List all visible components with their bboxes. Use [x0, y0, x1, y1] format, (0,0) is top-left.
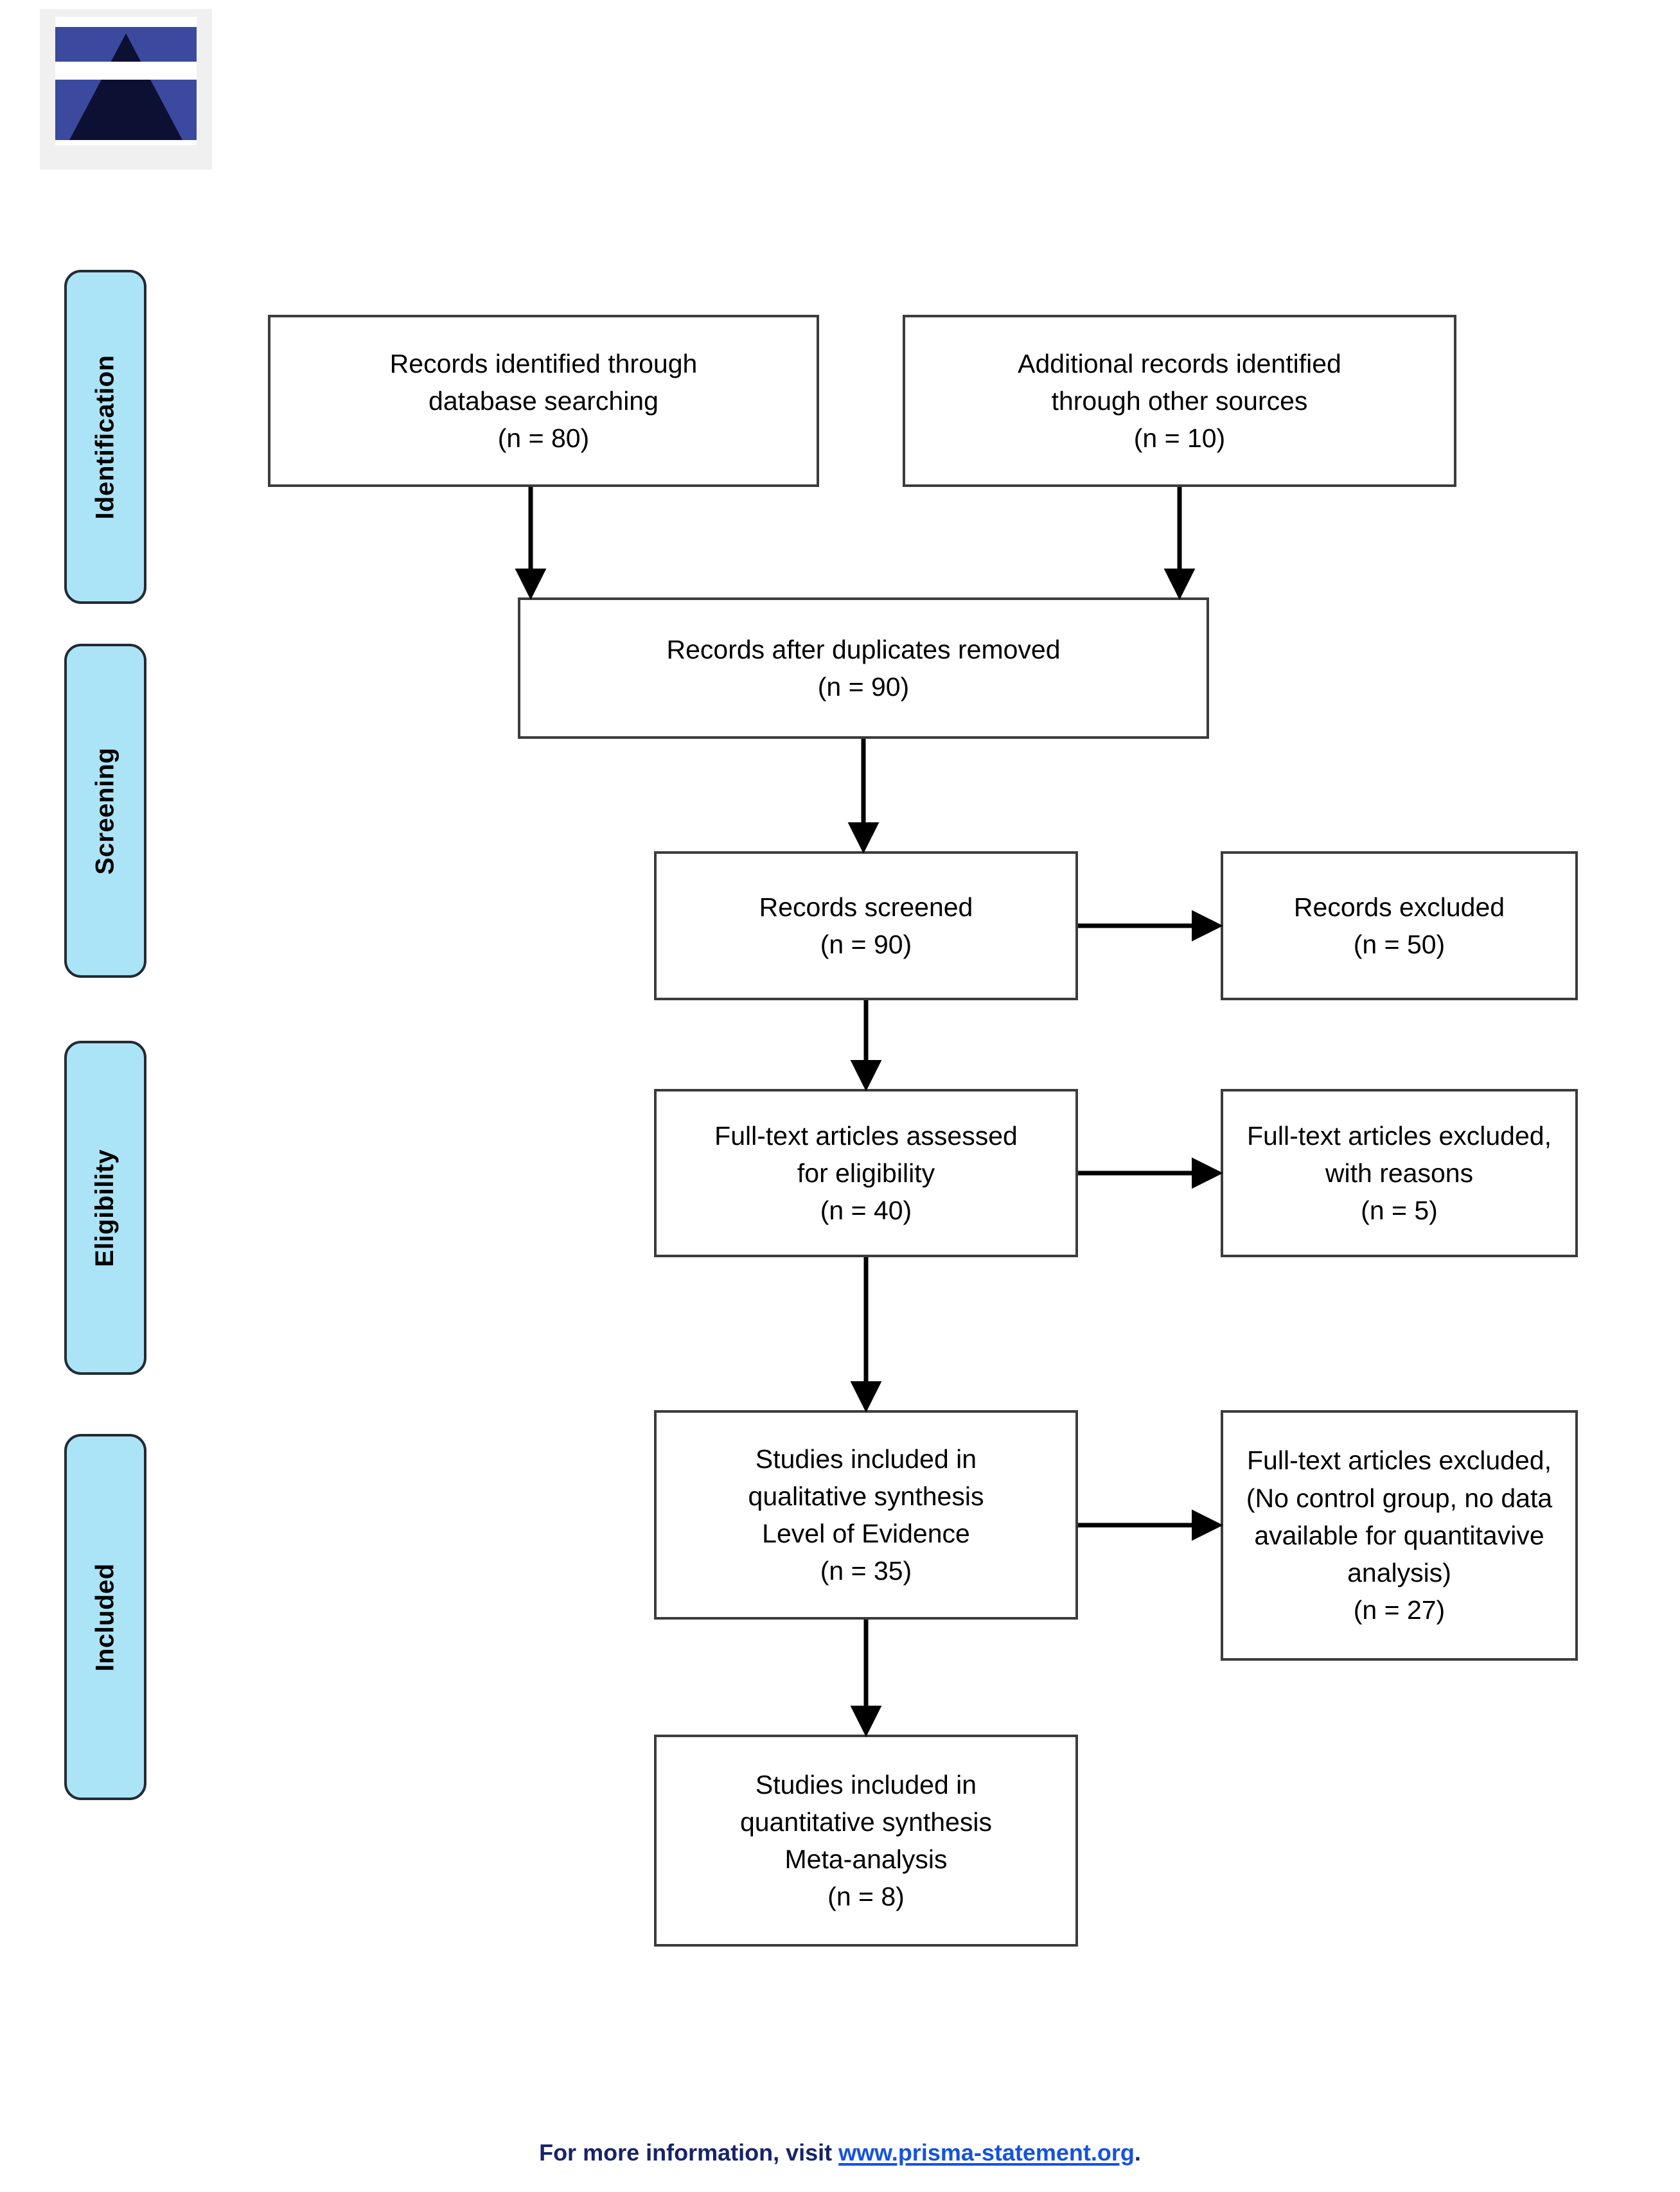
- flow-box-additional-records-other-sources: Additional records identified through ot…: [903, 315, 1456, 487]
- flow-box-text: Records screened (n = 90): [759, 892, 973, 959]
- flow-box-text: Records after duplicates removed (n = 90…: [666, 634, 1061, 702]
- flow-box-full-text-assessed: Full-text articles assessed for eligibil…: [654, 1089, 1078, 1257]
- flow-box-full-text-excluded-no-control: Full-text articles excluded, (No control…: [1221, 1410, 1578, 1661]
- stage-pill-eligibility: Eligibility: [64, 1041, 146, 1375]
- stage-pill-identification: Identification: [64, 270, 146, 604]
- flow-box-text: Records identified through database sear…: [389, 348, 698, 454]
- flow-box-text: Additional records identified through ot…: [1018, 348, 1341, 454]
- flow-box-text: Studies included in qualitative synthesi…: [748, 1444, 984, 1586]
- prisma-logo-triangle-icon: [69, 33, 182, 140]
- stage-pill-included: Included: [64, 1434, 146, 1800]
- stage-pill-screening: Screening: [64, 644, 146, 978]
- flow-box-records-identified-database: Records identified through database sear…: [268, 315, 819, 487]
- flow-box-text: Studies included in quantitative synthes…: [739, 1769, 992, 1912]
- flow-box-records-excluded: Records excluded (n = 50): [1221, 851, 1578, 1000]
- prisma-logo-graphic: PRISMA: [55, 17, 197, 145]
- prisma-statement-link[interactable]: www.prisma-statement.org: [838, 2139, 1135, 2166]
- flow-box-studies-qualitative-synthesis: Studies included in qualitative synthesi…: [654, 1410, 1078, 1620]
- stage-label-included: Included: [91, 1562, 119, 1672]
- flow-box-records-after-duplicates-removed: Records after duplicates removed (n = 90…: [518, 597, 1209, 739]
- flow-box-text: Full-text articles assessed for eligibil…: [714, 1120, 1018, 1226]
- flow-box-records-screened: Records screened (n = 90): [654, 851, 1078, 1000]
- stage-label-screening: Screening: [91, 747, 119, 874]
- prisma-logo: PRISMA: [40, 9, 212, 170]
- footer-prefix: For more information, visit: [539, 2139, 839, 2166]
- flow-box-text: Full-text articles excluded, with reason…: [1247, 1120, 1552, 1226]
- footer-suffix: .: [1134, 2139, 1141, 2166]
- stage-label-eligibility: Eligibility: [91, 1149, 119, 1267]
- flow-box-text: Records excluded (n = 50): [1293, 892, 1505, 959]
- flow-box-studies-quantitative-synthesis: Studies included in quantitative synthes…: [654, 1735, 1078, 1947]
- flow-box-text: Full-text articles excluded, (No control…: [1246, 1445, 1553, 1625]
- footer: For more information, visit www.prisma-s…: [0, 2139, 1680, 2166]
- flow-box-full-text-excluded-reasons: Full-text articles excluded, with reason…: [1221, 1089, 1578, 1257]
- stage-label-identification: Identification: [91, 355, 119, 519]
- prisma-logo-wordmark: PRISMA: [55, 62, 197, 80]
